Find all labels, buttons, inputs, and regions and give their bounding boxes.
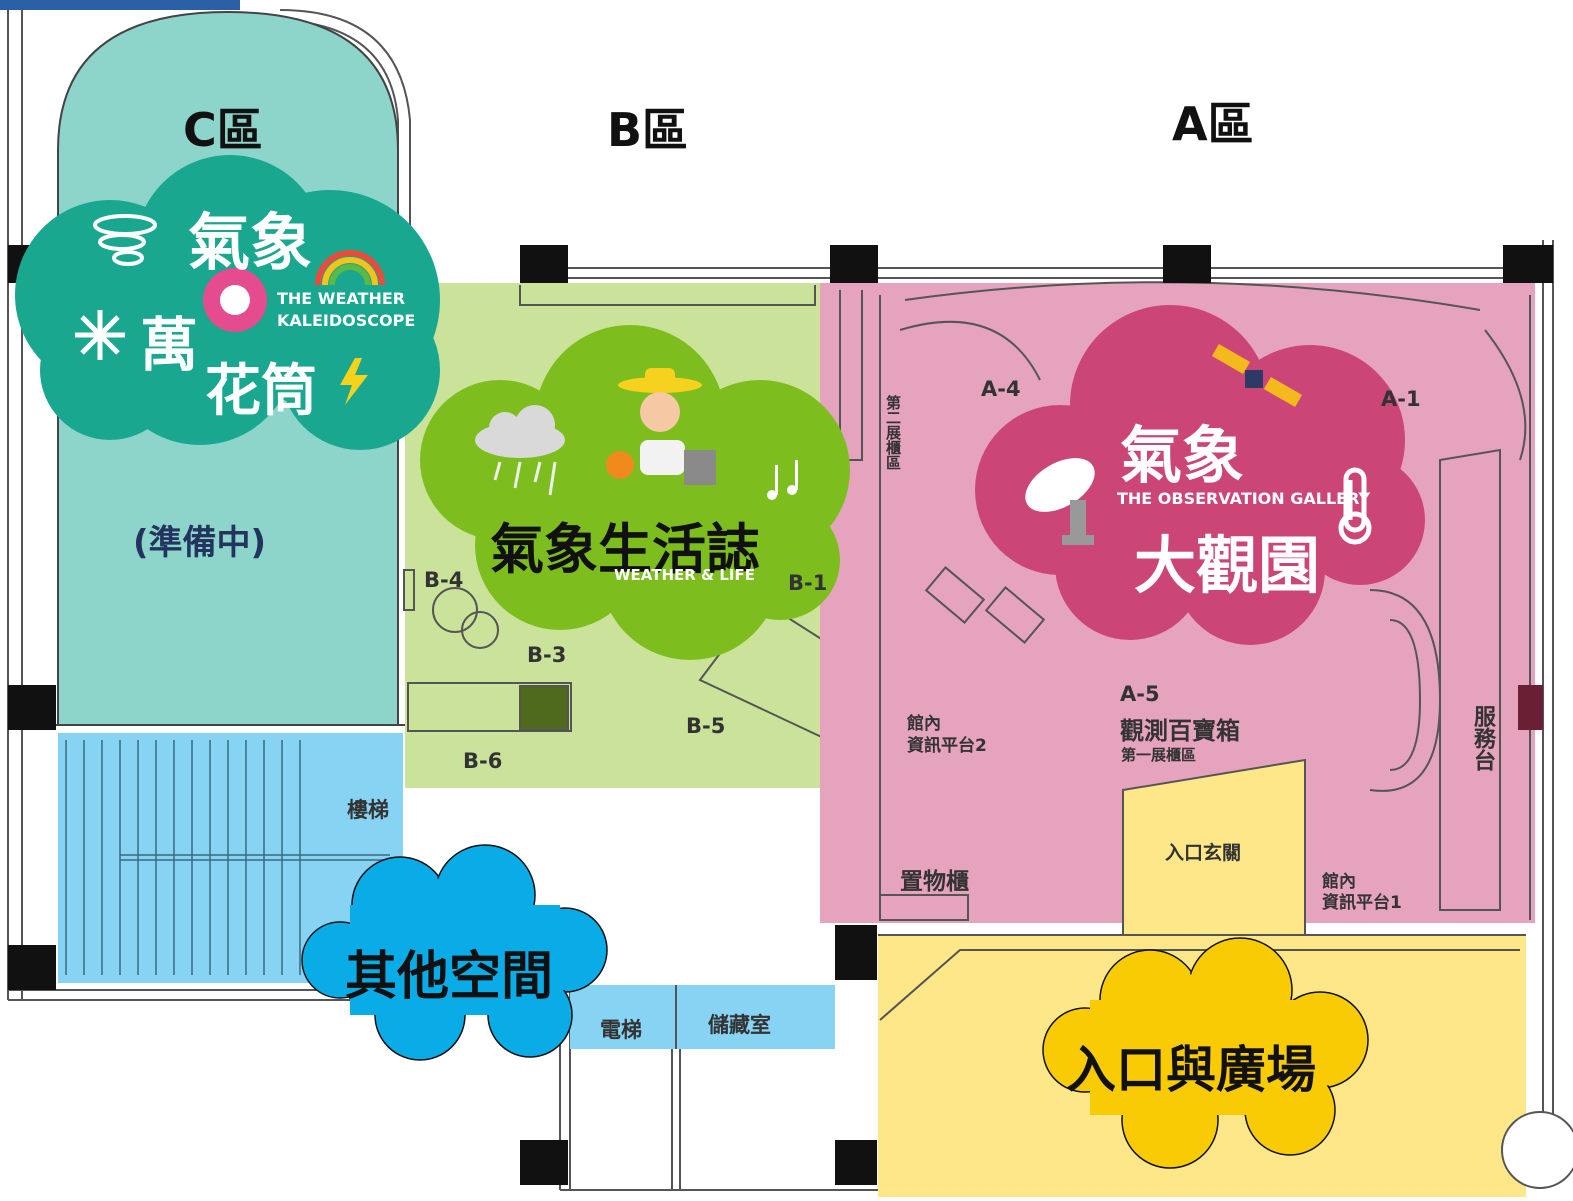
- room-b6-label: B-6: [463, 749, 503, 773]
- corner-tab: [0, 0, 240, 10]
- entrance-plaza-cloud-fill: [1045, 940, 1366, 1166]
- observation-cloud: [975, 305, 1425, 645]
- room-b5-label: B-5: [686, 714, 726, 738]
- plaza-outline: [878, 934, 1573, 1189]
- locker-label: 置物櫃: [900, 869, 969, 895]
- observation-title-bottom: 大觀園: [1134, 529, 1321, 602]
- room-a1-label: A-1: [1381, 387, 1421, 411]
- room-b1-label: B-1: [788, 571, 828, 595]
- room-b3-label: B-3: [527, 643, 567, 667]
- room-a5-label: A-5: [1120, 682, 1160, 706]
- elevator-storage-area: [570, 985, 835, 1049]
- room-a5-sub: 第一展櫃區: [1121, 746, 1197, 764]
- room-b4-label: B-4: [424, 568, 464, 592]
- kaleidoscope-title-top: 氣象: [188, 206, 313, 279]
- info-platform-2-line1: 館內: [907, 714, 941, 734]
- storage-label: 儲藏室: [708, 1013, 771, 1037]
- other-spaces-label: 其他空間: [345, 947, 554, 1007]
- weather-life-title: 氣象生活誌: [490, 518, 760, 581]
- zone-b-heading: B區: [607, 103, 689, 157]
- zone-c-status: (準備中): [133, 523, 267, 563]
- zone-c-heading: C區: [183, 103, 263, 157]
- structural-columns: [8, 245, 1553, 1185]
- flower-icon: [203, 268, 267, 332]
- kaleidoscope-title-bottom: 花筒: [205, 359, 317, 424]
- farmer-icon: [606, 368, 716, 485]
- vestibule-label: 入口玄關: [1165, 842, 1242, 864]
- stairs-label: 樓梯: [347, 798, 389, 822]
- stair-treads: [65, 740, 390, 975]
- lightning-icon: [340, 358, 368, 405]
- music-notes-icon: [767, 460, 798, 500]
- info-platform-1-line2: 資訊平台1: [1322, 893, 1402, 913]
- thermometer-icon: [1338, 467, 1372, 545]
- satellite-icon: [1211, 343, 1303, 408]
- second-cabinet-label: 第二展櫃區: [884, 395, 902, 470]
- tornado-icon: [93, 214, 157, 266]
- room-a5-name: 觀測百寶箱: [1120, 717, 1240, 745]
- kaleidoscope-english-1: THE WEATHER: [277, 289, 406, 308]
- info-platform-1-line1: 館內: [1322, 872, 1356, 892]
- zone-a-heading: A區: [1172, 97, 1254, 151]
- observation-english: THE OBSERVATION GALLERY: [1117, 489, 1371, 508]
- weather-life-english: WEATHER & LIFE: [614, 566, 755, 584]
- other-spaces-cloud-fill: [304, 847, 605, 1058]
- rain-cloud-icon: [475, 405, 565, 496]
- snowflake-icon: [75, 310, 125, 360]
- radar-dish-icon: [1025, 458, 1095, 545]
- kaleidoscope-title-left: 萬: [140, 311, 199, 379]
- kaleidoscope-english-2: KALEIDOSCOPE: [277, 311, 416, 330]
- weather-life-cloud: [420, 325, 850, 660]
- service-desk-label: 服務台: [1470, 705, 1495, 771]
- room-a4-label: A-4: [981, 377, 1021, 401]
- entrance-plaza-label: 入口與廣場: [1066, 1041, 1316, 1099]
- rainbow-icon: [315, 250, 385, 286]
- info-platform-2-line2: 資訊平台2: [907, 736, 987, 756]
- elevator-label: 電梯: [600, 1018, 642, 1042]
- observation-title-top: 氣象: [1120, 419, 1245, 492]
